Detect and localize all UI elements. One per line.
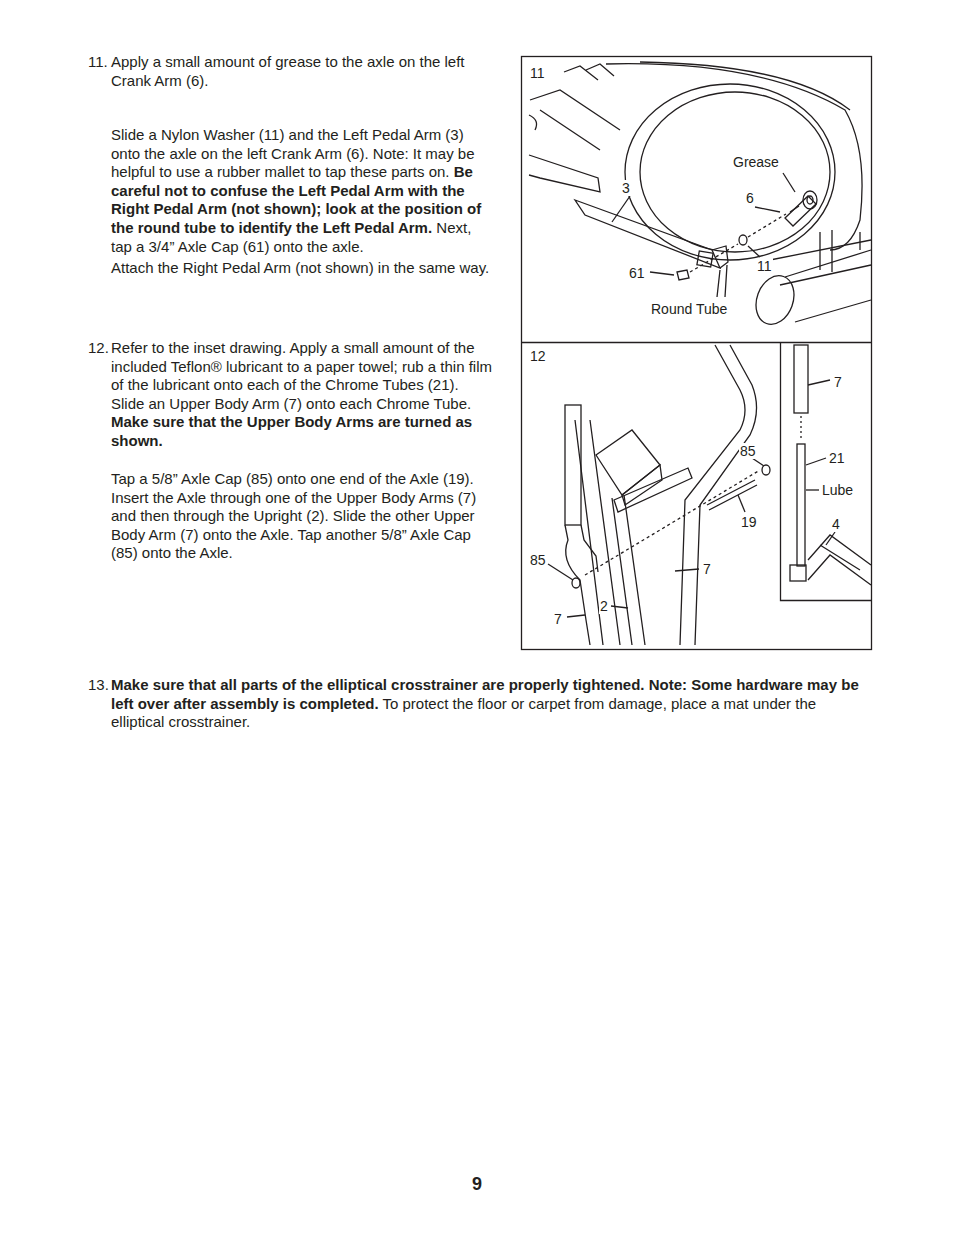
callout-number: 85 [529,552,547,568]
figure-number: 12 [529,348,547,364]
callout-number: 6 [745,190,755,206]
leader-line [650,272,674,275]
step-number: 11. [88,53,108,72]
page-number: 9 [472,1175,482,1194]
leader-line [806,458,826,465]
instruction-paragraph: Refer to the inset drawing. Apply a smal… [111,339,496,451]
pedal-arm [575,200,728,268]
instruction-paragraph: Apply a small amount of grease to the ax… [111,53,496,90]
step-number: 13. [88,676,109,695]
leader-line [755,207,780,212]
upright [575,420,645,645]
callout-number: 85 [739,443,757,459]
leader-line [806,489,819,490]
leader-line [752,458,764,466]
callout-number: 61 [628,265,646,281]
callout-number: 2 [599,598,609,614]
callout-number: 11 [756,258,773,274]
figure-frame [522,57,872,650]
figure-divider [521,342,871,343]
callout-number: 19 [740,514,758,530]
instruction-text: Slide a Nylon Washer (11) and the Left P… [111,126,475,180]
leader-line [548,564,573,580]
callout-number: 7 [833,374,843,390]
leader-line [808,380,830,385]
callout-number: 7 [553,611,563,627]
inset-frame [781,342,872,601]
callout-number: 3 [621,180,631,196]
instruction-text: Tap a 5/8” Axle Cap (85) onto one end of… [111,470,476,561]
callout-number: 21 [828,450,846,466]
instruction-paragraph: Attach the Right Pedal Arm (not shown) i… [111,259,506,278]
axle-cap [677,270,689,280]
callout-number: 7 [702,561,712,577]
upper-body-arm-left [565,405,598,645]
figure-number: 11 [529,65,546,81]
leader-line [748,246,760,257]
instruction-paragraph: Tap a 5/8” Axle Cap (85) onto one end of… [111,470,486,563]
part-label: Round Tube [650,301,728,317]
alignment-line [585,470,760,575]
instruction-paragraph: Slide a Nylon Washer (11) and the Left P… [111,126,496,256]
leader-line [783,173,795,192]
crank-arm [785,191,817,226]
leader-line [826,532,835,545]
inset-parts [790,345,871,585]
part-label: Grease [732,154,780,170]
leader-line [717,265,727,297]
callout-number: 4 [831,516,841,532]
leader-line [675,569,699,571]
instruction-paragraph: Make sure that all parts of the elliptic… [111,676,861,732]
instruction-text: Attach the Right Pedal Arm (not shown) i… [111,259,489,276]
leader-line [567,615,585,617]
frame-rails [529,64,620,192]
axle [707,480,757,510]
part-label: Lube [821,482,854,498]
axle-cap [572,465,770,588]
instruction-text: Refer to the inset drawing. Apply a smal… [111,339,492,412]
console [596,430,692,512]
upper-body-arm-right [680,345,757,645]
instruction-text: Apply a small amount of grease to the ax… [111,53,465,89]
flywheel-housing [606,62,871,330]
nylon-washer [739,235,747,245]
step-number: 12. [88,339,109,358]
warning-text: Make sure that the Upper Body Arms are t… [111,413,472,449]
leader-line [611,606,628,608]
leader-line [738,495,745,512]
leader-line [612,196,630,222]
